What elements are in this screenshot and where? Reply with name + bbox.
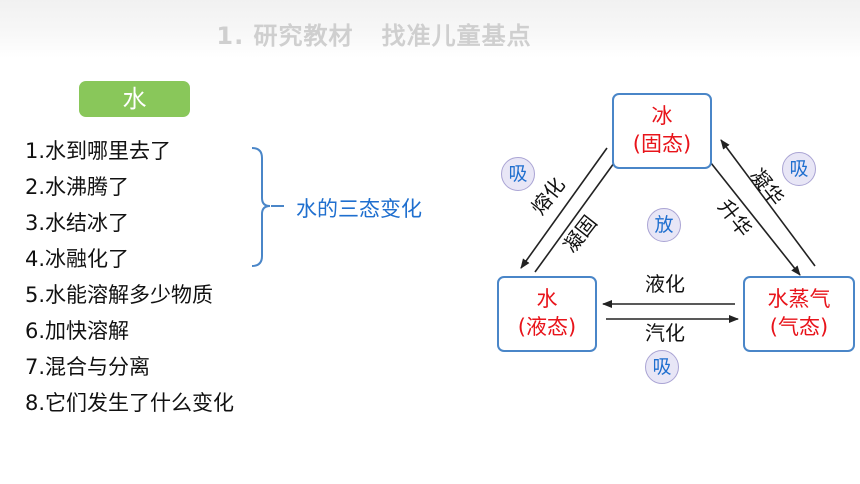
lesson-item: 4.冰融化了	[25, 247, 130, 271]
lesson-item: 5.水能溶解多少物质	[25, 283, 214, 307]
arrow-sublimation	[706, 157, 801, 276]
state-phase: (液态)	[517, 315, 577, 339]
arrow-deposition	[720, 139, 816, 267]
lesson-item: 1.水到哪里去了	[25, 139, 172, 163]
heat-release-badge: 放	[647, 208, 681, 242]
arrow-freezing	[534, 151, 623, 273]
lesson-item: 6.加快溶解	[25, 319, 130, 343]
lesson-item: 3.水结冰了	[25, 211, 130, 235]
state-box-ice: 冰 (固态)	[612, 93, 712, 169]
process-vaporization: 汽化	[645, 321, 685, 345]
topic-badge: 水	[79, 81, 190, 117]
group-label: 水的三态变化	[296, 197, 422, 221]
state-phase: (气态)	[769, 315, 829, 339]
arrow-melting	[520, 147, 608, 269]
state-name: 水蒸气	[767, 287, 831, 311]
state-name: 水	[536, 287, 558, 311]
state-name: 冰	[651, 104, 673, 128]
heat-absorb-badge: 吸	[501, 157, 535, 191]
heat-absorb-badge: 吸	[645, 350, 679, 384]
process-liquefaction: 液化	[645, 272, 685, 296]
header-band	[0, 0, 860, 58]
page-title: 1. 研究教材 找准儿童基点	[216, 22, 532, 50]
lesson-list: 1.水到哪里去了 2.水沸腾了 3.水结冰了 4.冰融化了 5.水能溶解多少物质…	[25, 133, 234, 421]
state-box-water: 水 (液态)	[497, 276, 597, 352]
state-box-vapor: 水蒸气 (气态)	[743, 276, 855, 352]
heat-absorb-badge: 吸	[782, 152, 816, 186]
lesson-item: 2.水沸腾了	[25, 175, 130, 199]
lesson-item: 7.混合与分离	[25, 355, 151, 379]
state-phase: (固态)	[632, 132, 692, 156]
lesson-item: 8.它们发生了什么变化	[25, 391, 235, 415]
